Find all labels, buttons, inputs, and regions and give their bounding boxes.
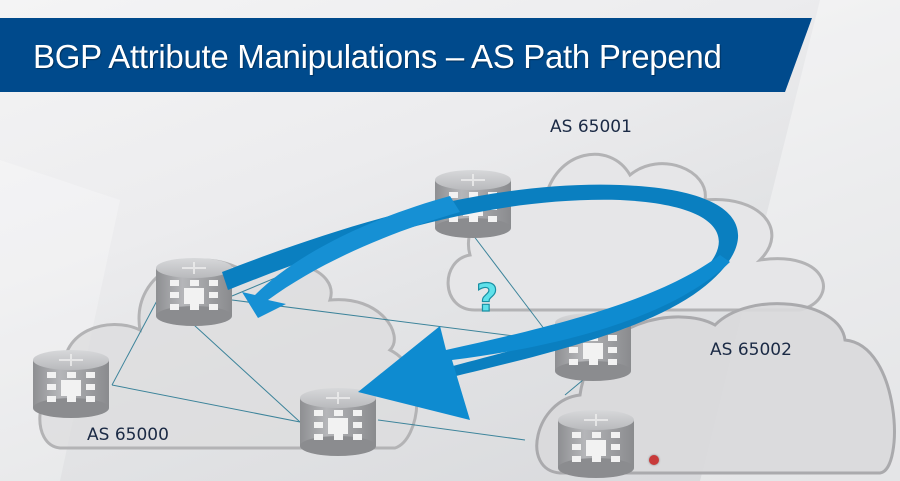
router-icon — [33, 350, 109, 418]
as-label: AS 65001 — [550, 117, 632, 137]
router-icon — [156, 258, 232, 326]
as-label: AS 65002 — [710, 340, 792, 360]
title-bar — [0, 18, 812, 92]
cloud-as65001 — [446, 152, 825, 312]
curved-arrow-icon — [222, 184, 739, 420]
pointer-icon — [649, 455, 659, 465]
as-label: AS 65000 — [87, 425, 169, 445]
router-icon — [558, 410, 634, 478]
slide-title: BGP Attribute Manipulations – AS Path Pr… — [33, 38, 722, 75]
question-mark-icon: ? — [475, 275, 499, 320]
router-icon — [300, 388, 376, 456]
